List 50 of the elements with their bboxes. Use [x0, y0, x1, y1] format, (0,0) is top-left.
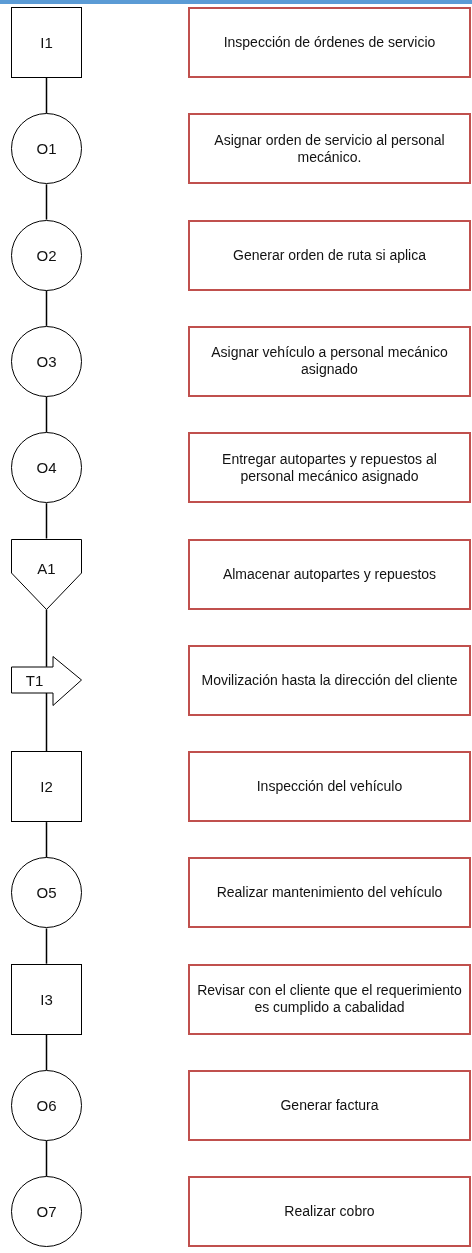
activity-text: Realizar cobro — [284, 1203, 375, 1221]
connector-line — [45, 183, 48, 221]
inspection-square — [11, 751, 82, 823]
activity-box — [188, 1070, 471, 1141]
activity-box — [188, 857, 471, 929]
activity-box — [188, 432, 471, 504]
connector-line — [45, 608, 48, 668]
symbol-label: I2 — [40, 778, 53, 796]
activity-text: Inspección de órdenes de servicio — [223, 34, 436, 51]
connector-line — [45, 502, 48, 540]
activity-text: Entregar autopartes y repuestos al personal mecánico asignado — [221, 450, 438, 485]
connector-line — [45, 927, 48, 965]
symbol-label: O2 — [36, 246, 57, 264]
activity-box — [188, 7, 471, 78]
symbol-label: I3 — [40, 990, 53, 1008]
activity-box — [188, 1176, 471, 1248]
connector-line — [45, 77, 48, 115]
activity-box — [188, 644, 471, 716]
connector-line — [45, 289, 48, 327]
activity-text: Movilización hasta la dirección del cliente — [201, 671, 458, 689]
connector-line — [45, 1033, 48, 1071]
activity-box — [188, 219, 471, 291]
activity-text: Inspección del vehículo — [256, 778, 403, 796]
activity-box — [188, 538, 471, 610]
symbol-label: T1 — [25, 672, 44, 690]
activity-text: Generar factura — [280, 1097, 379, 1114]
symbol-label: O7 — [36, 1203, 57, 1221]
symbol-label: A1 — [37, 559, 56, 577]
symbol-label: O3 — [36, 352, 57, 370]
connector-line — [45, 1140, 48, 1178]
inspection-square — [11, 7, 82, 78]
connector-line — [45, 396, 48, 433]
symbol-label: O6 — [36, 1097, 57, 1114]
inspection-square — [11, 963, 82, 1035]
activity-box — [188, 751, 471, 823]
symbol-label: O5 — [36, 884, 57, 902]
activity-text: Generar orden de ruta si aplica — [233, 246, 426, 264]
connector-line — [45, 692, 48, 752]
activity-box — [188, 325, 471, 397]
activity-text: Almacenar autopartes y repuestos — [222, 565, 437, 583]
symbol-label: I1 — [40, 34, 53, 51]
activity-text: Asignar orden de servicio al personal mecánico. — [213, 131, 446, 166]
activity-text: Revisar con el cliente que el requerimiento es cumplido a cabalidad — [196, 982, 463, 1017]
activity-box — [188, 113, 471, 185]
symbol-label: O4 — [36, 459, 57, 477]
activity-text: Realizar mantenimiento del vehículo — [216, 884, 443, 902]
connector-line — [45, 821, 48, 859]
symbol-label: O1 — [36, 140, 57, 158]
activity-box — [188, 963, 471, 1035]
activity-text: Asignar vehículo a personal mecánico asignado — [210, 344, 449, 379]
